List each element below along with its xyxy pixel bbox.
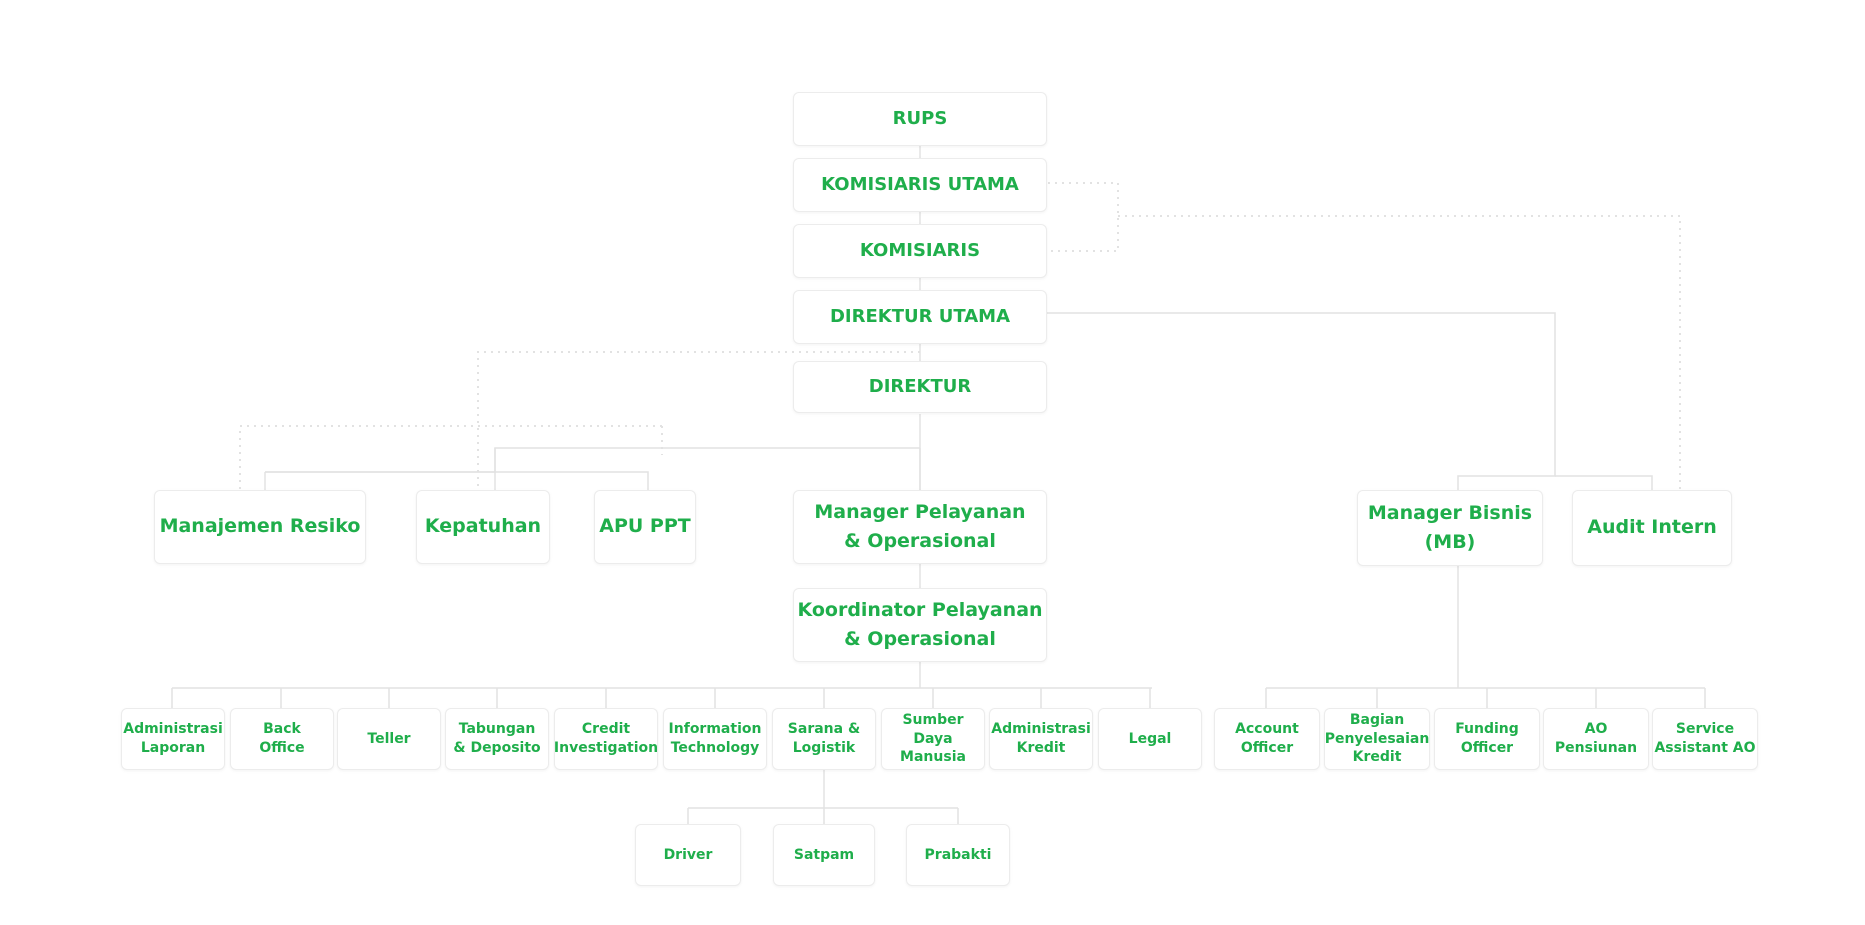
unit-back-office: Back Office xyxy=(230,708,334,770)
direktur-utama-box: DIREKTUR UTAMA xyxy=(793,290,1047,344)
unit-credit-investigation: Credit Investigation xyxy=(554,708,658,770)
unit-teller: Teller xyxy=(337,708,441,770)
unit-bagian-penyelesaian-kredit: Bagian Penyelesaian Kredit xyxy=(1324,708,1430,770)
direktur-box: DIREKTUR xyxy=(793,361,1047,413)
connector-direktur-utama-right xyxy=(1047,312,1556,490)
apu-ppt-box: APU PPT xyxy=(594,490,696,564)
unit-legal: Legal xyxy=(1098,708,1202,770)
unit-administrasi-kredit: Administrasi Kredit xyxy=(989,708,1093,770)
connector-left-bus xyxy=(265,447,920,473)
unit-sarana-logistik: Sarana & Logistik xyxy=(772,708,876,770)
connector-unit-drops xyxy=(171,688,1151,708)
koordinator-pelayanan-box: Koordinator Pelayanan & Operasional xyxy=(793,588,1047,662)
dotted-komisaris-link xyxy=(1048,182,1119,252)
unit-driver: Driver xyxy=(635,824,741,886)
dotted-manajemen-resiko-link xyxy=(239,425,662,490)
unit-service-assistant-ao: Service Assistant AO xyxy=(1652,708,1758,770)
kepatuhan-box: Kepatuhan xyxy=(416,490,550,564)
dotted-direktur-kepatuhan-link xyxy=(477,351,920,490)
manajemen-resiko-box: Manajemen Resiko xyxy=(154,490,366,564)
komisaris-box: KOMISIARIS xyxy=(793,224,1047,278)
dotted-audit-link xyxy=(1118,215,1681,490)
manager-bisnis-box: Manager Bisnis (MB) xyxy=(1357,490,1543,566)
audit-intern-box: Audit Intern xyxy=(1572,490,1732,566)
connector-to-audit-intern xyxy=(1555,475,1653,490)
unit-account-officer: Account Officer xyxy=(1214,708,1320,770)
unit-funding-officer: Funding Officer xyxy=(1434,708,1540,770)
unit-information-technology: Information Technology xyxy=(663,708,767,770)
unit-prabakti: Prabakti xyxy=(906,824,1010,886)
unit-satpam: Satpam xyxy=(773,824,875,886)
rups-box: RUPS xyxy=(793,92,1047,146)
manager-pelayanan-box: Manager Pelayanan & Operasional xyxy=(793,490,1047,564)
connector-apu-ppt-bus xyxy=(265,471,649,490)
komisaris-utama-box: KOMISIARIS UTAMA xyxy=(793,158,1047,212)
unit-tabungan-deposito: Tabungan & Deposito xyxy=(445,708,549,770)
connector-sarana-drops xyxy=(687,808,959,824)
unit-administrasi-laporan: Administrasi Laporan xyxy=(121,708,225,770)
connector-bisnis-drops xyxy=(1265,688,1706,708)
unit-sumber-daya-manusia: Sumber Daya Manusia xyxy=(881,708,985,770)
unit-ao-pensiunan: AO Pensiunan xyxy=(1543,708,1649,770)
